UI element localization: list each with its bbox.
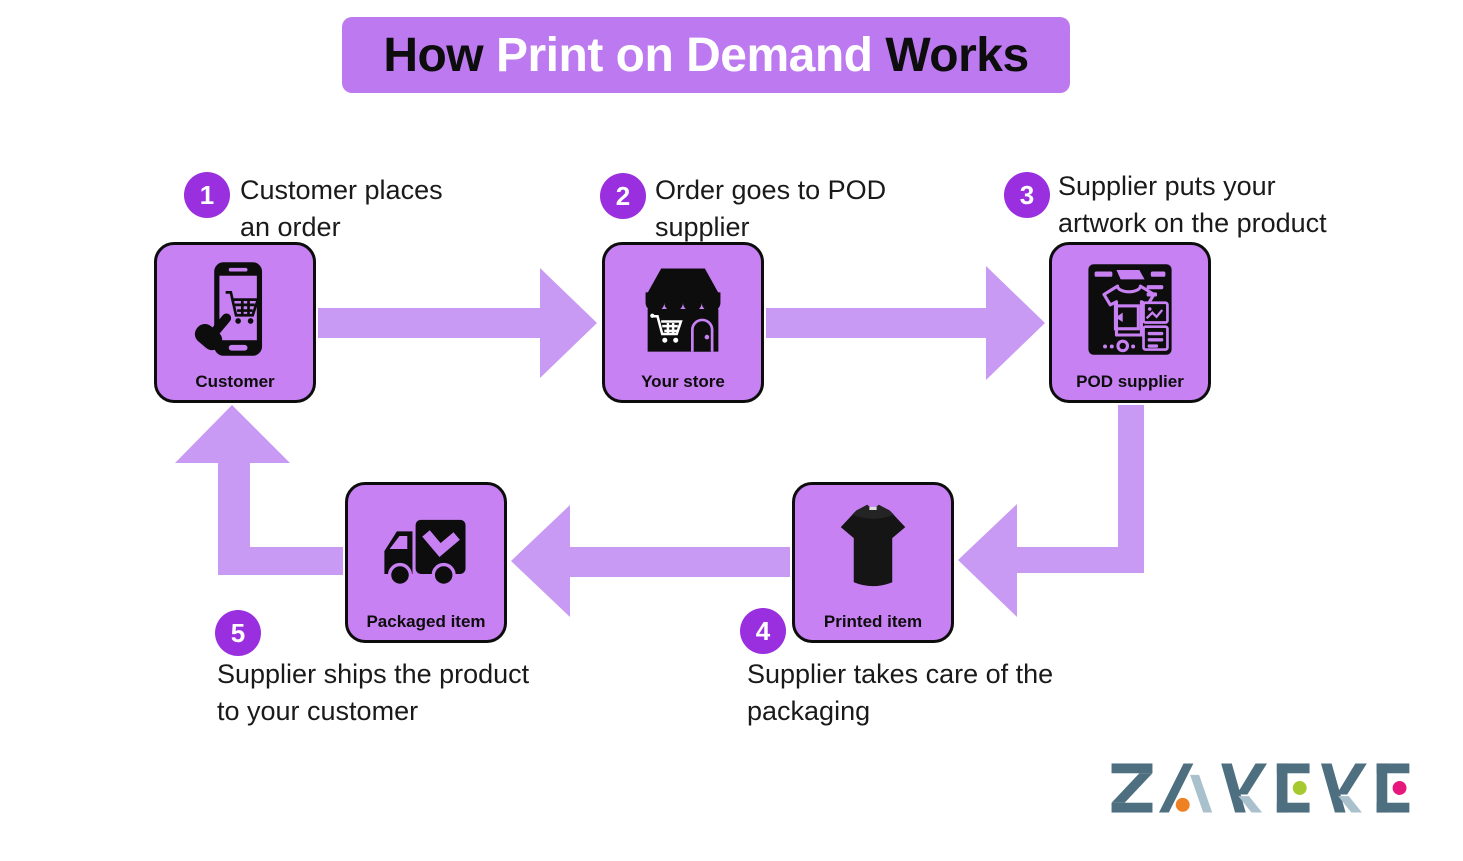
arrow-elbow-left-head: [958, 504, 1017, 617]
step-badge-3: 3: [1004, 172, 1050, 218]
card-customer: Customer: [154, 242, 316, 403]
tshirt-icon: [840, 504, 906, 587]
arrow-up-vertical-shaft: [218, 460, 250, 575]
arrow-left-4: [511, 505, 790, 617]
storefront-icon: [645, 268, 721, 352]
card-label-customer: Customer: [195, 372, 275, 391]
title-part-how: How: [383, 28, 496, 82]
arrow-elbow-left-shaft: [1016, 547, 1144, 573]
title-part-works: Works: [872, 28, 1029, 82]
hand-pointer-icon: [194, 313, 232, 351]
step-description-1: Customer places an order: [240, 175, 443, 242]
design-editor-icon: [1088, 264, 1172, 355]
card-packaged-item: Packaged item: [345, 482, 507, 643]
step-badge-2: 2: [600, 173, 646, 219]
step-badge-5: 5: [215, 610, 261, 656]
arrow-right-1: [318, 268, 597, 378]
step-badge-1: 1: [184, 172, 230, 218]
card-label-your-store: Your store: [641, 372, 725, 391]
delivery-truck-icon: [384, 519, 466, 588]
step-badge-4: 4: [740, 608, 786, 654]
card-label-pod-supplier: POD supplier: [1076, 372, 1184, 391]
card-pod-supplier: POD supplier: [1049, 242, 1211, 403]
step-description-2: Order goes to POD supplier: [655, 175, 887, 242]
arrow-up-head: [175, 405, 290, 463]
card-label-packaged-item: Packaged item: [366, 612, 486, 631]
step-description-5: Supplier ships the product to your custo…: [217, 659, 530, 726]
arrow-right-2: [766, 266, 1045, 380]
card-your-store: Your store: [602, 242, 764, 403]
smartphone-cart-icon: [194, 262, 263, 356]
zakeke-logo-image: [1111, 763, 1410, 813]
card-label-printed-item: Printed item: [823, 612, 923, 631]
title-part-print-on-demand: Print on Demand: [495, 28, 873, 82]
card-printed-item: Printed item: [792, 482, 954, 643]
title-banner: How Print on Demand Works: [342, 17, 1070, 93]
step-description-3: Supplier puts your artwork on the produc…: [1058, 171, 1327, 238]
step-description-4: Supplier takes care of the packaging: [747, 659, 1054, 726]
zakeke-logo: ZAKEKE: [1105, 750, 1420, 831]
arrow-elbow-down-shaft: [1118, 405, 1144, 573]
